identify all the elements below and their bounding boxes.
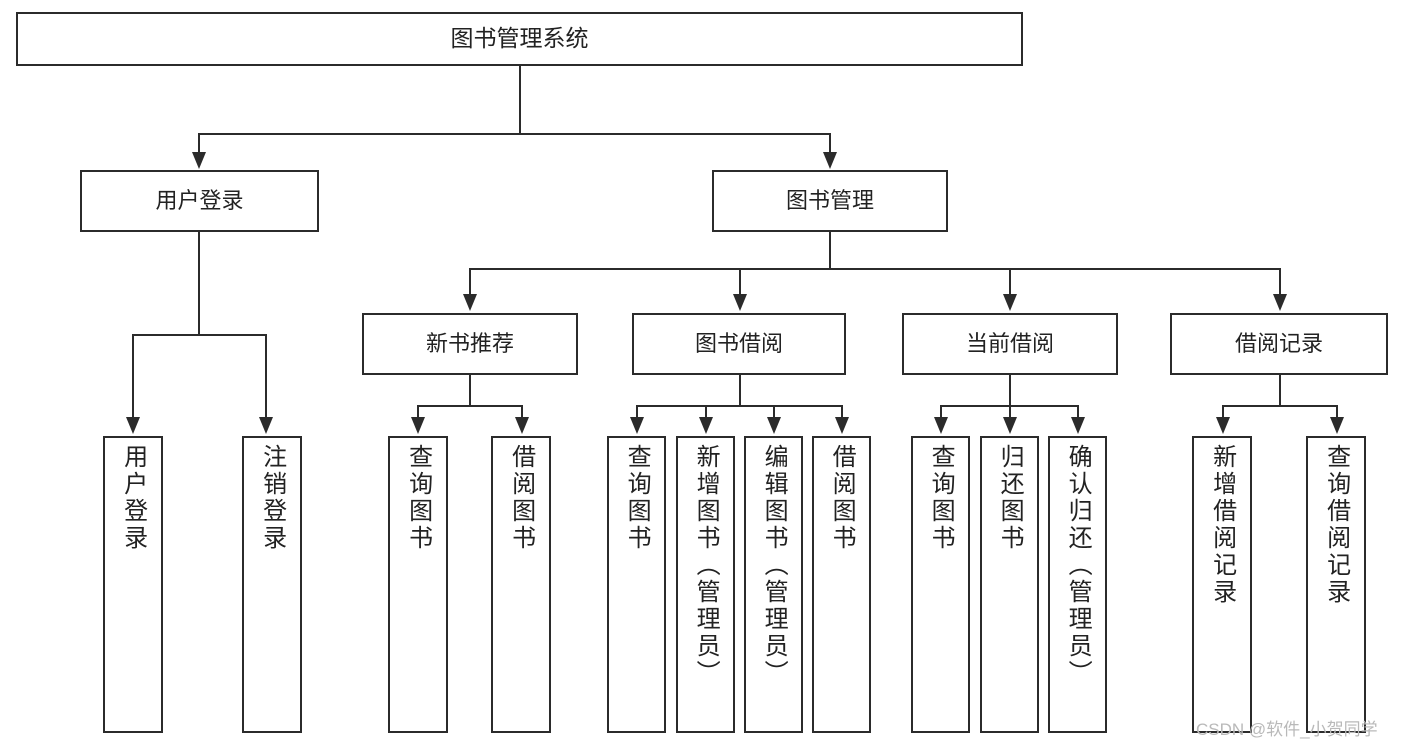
- node-label: 新增借阅记录: [1208, 444, 1236, 606]
- node-label: 查询图书: [623, 444, 651, 552]
- node-leaf-query-record[interactable]: 查询借阅记录: [1306, 436, 1366, 733]
- node-label: 新增图书（管理员）: [692, 444, 720, 687]
- arrowhead-leaf-query-book-1: [411, 417, 425, 434]
- edge-borrow-record-stem: [1279, 375, 1281, 406]
- node-leaf-borrow-book-2[interactable]: 借阅图书: [812, 436, 871, 733]
- node-label: 归还图书: [996, 444, 1024, 552]
- node-leaf-query-book-3[interactable]: 查询图书: [911, 436, 970, 733]
- node-label: 查询借阅记录: [1322, 444, 1350, 606]
- edge-current-borrow-stem: [1009, 375, 1011, 406]
- edge-user-login-stem: [198, 232, 200, 335]
- node-label: 借阅记录: [1234, 331, 1323, 357]
- node-borrow-record[interactable]: 借阅记录: [1170, 313, 1388, 375]
- arrowhead-leaf-confirm-return: [1071, 417, 1085, 434]
- node-label: 确认归还（管理员）: [1064, 444, 1092, 687]
- arrowhead-leaf-edit-book: [767, 417, 781, 434]
- node-label: 用户登录: [119, 444, 147, 552]
- edge-drop-leaf-user-login: [132, 334, 134, 419]
- node-leaf-add-book[interactable]: 新增图书（管理员）: [676, 436, 735, 733]
- node-book-management[interactable]: 图书管理: [712, 170, 948, 232]
- node-label: 查询图书: [927, 444, 955, 552]
- edge-root-stem: [519, 66, 521, 134]
- arrowhead-leaf-query-book-3: [934, 417, 948, 434]
- edge-book-management-stem: [829, 232, 831, 270]
- node-label: 注销登录: [258, 444, 286, 552]
- arrowhead-leaf-query-book-2: [630, 417, 644, 434]
- edge-drop-leaf-add-record: [1222, 405, 1224, 419]
- edge-book-borrow-bus: [636, 405, 842, 407]
- edge-drop-leaf-confirm-return: [1077, 405, 1079, 419]
- edge-drop-leaf-query-book-2: [636, 405, 638, 419]
- node-label: 当前借阅: [965, 331, 1054, 357]
- arrowhead-leaf-add-record: [1216, 417, 1230, 434]
- node-leaf-return-book[interactable]: 归还图书: [980, 436, 1039, 733]
- arrowhead-leaf-add-book: [699, 417, 713, 434]
- edge-drop-current-borrow: [1009, 268, 1011, 296]
- node-label: 查询图书: [404, 444, 432, 552]
- edge-drop-leaf-borrow-book-2: [841, 405, 843, 419]
- node-leaf-confirm-return[interactable]: 确认归还（管理员）: [1048, 436, 1107, 733]
- arrowhead-leaf-borrow-book-1: [515, 417, 529, 434]
- edge-level2-bus: [469, 268, 1281, 270]
- arrowhead-book-borrow: [733, 294, 747, 311]
- node-leaf-add-record[interactable]: 新增借阅记录: [1192, 436, 1252, 733]
- edge-drop-user-login: [198, 133, 200, 155]
- edge-new-book-recommend-stem: [469, 375, 471, 406]
- edge-drop-leaf-query-book-3: [940, 405, 942, 419]
- node-leaf-query-book-2[interactable]: 查询图书: [607, 436, 666, 733]
- edge-book-borrow-stem: [739, 375, 741, 406]
- node-leaf-query-book-1[interactable]: 查询图书: [388, 436, 448, 733]
- arrowhead-leaf-user-login: [126, 417, 140, 434]
- node-label: 图书管理: [785, 188, 874, 214]
- node-current-borrow[interactable]: 当前借阅: [902, 313, 1118, 375]
- arrowhead-current-borrow: [1003, 294, 1017, 311]
- arrowhead-leaf-logout-login: [259, 417, 273, 434]
- edge-drop-leaf-query-book-1: [417, 405, 419, 419]
- arrowhead-user-login: [192, 152, 206, 169]
- node-new-book-recommend[interactable]: 新书推荐: [362, 313, 578, 375]
- arrowhead-leaf-borrow-book-2: [835, 417, 849, 434]
- node-label: 借阅图书: [828, 444, 856, 552]
- arrowhead-leaf-return-book: [1003, 417, 1017, 434]
- node-leaf-borrow-book-1[interactable]: 借阅图书: [491, 436, 551, 733]
- edge-drop-book-borrow: [739, 268, 741, 296]
- edge-drop-leaf-add-book: [705, 405, 707, 419]
- node-leaf-logout-login[interactable]: 注销登录: [242, 436, 302, 733]
- arrowhead-book-management: [823, 152, 837, 169]
- edge-drop-leaf-borrow-book-1: [521, 405, 523, 419]
- node-label: 图书管理系统: [450, 25, 589, 52]
- edge-drop-book-management: [829, 133, 831, 155]
- node-label: 编辑图书（管理员）: [760, 444, 788, 687]
- edge-drop-new-book-recommend: [469, 268, 471, 296]
- arrowhead-leaf-query-record: [1330, 417, 1344, 434]
- node-label: 图书借阅: [694, 331, 783, 357]
- csdn-watermark: CSDN @软件_小贺同学: [1196, 720, 1378, 739]
- edge-drop-leaf-logout-login: [265, 334, 267, 419]
- edge-drop-leaf-return-book: [1009, 405, 1011, 419]
- node-user-login[interactable]: 用户登录: [80, 170, 319, 232]
- node-leaf-edit-book[interactable]: 编辑图书（管理员）: [744, 436, 803, 733]
- node-book-management-system[interactable]: 图书管理系统: [16, 12, 1023, 66]
- node-book-borrow[interactable]: 图书借阅: [632, 313, 846, 375]
- edge-user-login-bus: [132, 334, 266, 336]
- edge-drop-borrow-record: [1279, 268, 1281, 296]
- node-label: 新书推荐: [425, 331, 514, 357]
- edge-drop-leaf-edit-book: [773, 405, 775, 419]
- edge-new-book-recommend-bus: [417, 405, 523, 407]
- edge-drop-leaf-query-record: [1336, 405, 1338, 419]
- arrowhead-new-book-recommend: [463, 294, 477, 311]
- node-leaf-user-login[interactable]: 用户登录: [103, 436, 163, 733]
- edge-level1-bus: [198, 133, 830, 135]
- node-label: 借阅图书: [507, 444, 535, 552]
- arrowhead-borrow-record: [1273, 294, 1287, 311]
- edge-borrow-record-bus: [1222, 405, 1338, 407]
- node-label: 用户登录: [155, 188, 244, 214]
